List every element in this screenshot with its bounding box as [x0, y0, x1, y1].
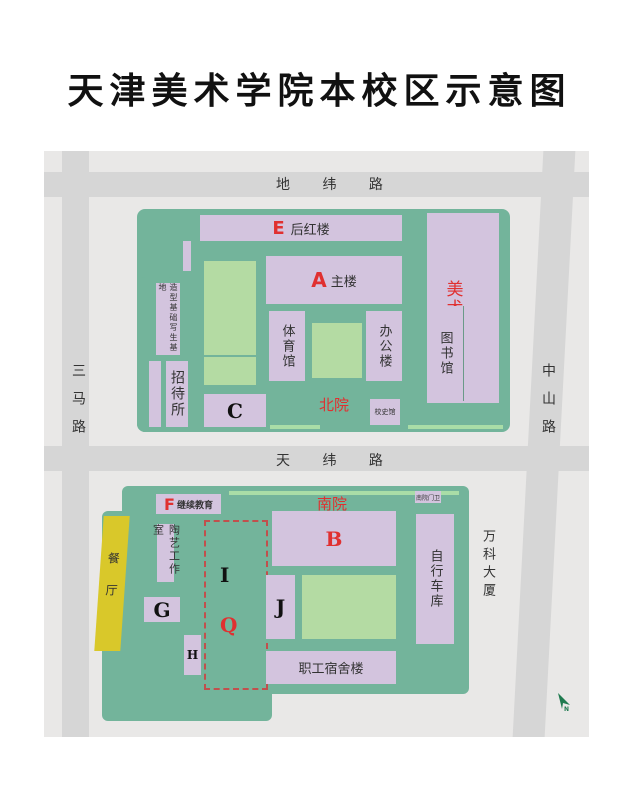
south-campus-label: 南院: [317, 495, 348, 513]
tennis-courts: [204, 261, 256, 355]
south-campus-south: [122, 681, 272, 721]
road-diwei: [44, 172, 589, 197]
sports-field-south: [302, 575, 396, 639]
plaza-lawn: [312, 323, 362, 378]
building-c[interactable]: C: [204, 394, 266, 427]
area-q-boundary: [204, 520, 268, 690]
compass-north-arrow-icon: N: [558, 693, 572, 715]
building-gatehouse[interactable]: 南院门卫: [415, 491, 441, 503]
building-small-north: [183, 241, 191, 271]
football-field: [204, 357, 256, 385]
road-tianwei: [44, 446, 589, 471]
north-campus-label: 北院: [319, 396, 350, 414]
road-label-east: 中山路: [540, 363, 556, 447]
landmark-vanke: 万科大厦: [480, 529, 495, 601]
road-label-north: 地 纬 路: [276, 177, 383, 193]
path-north: [270, 425, 320, 429]
road-sanma: [62, 151, 89, 737]
building-history-museum[interactable]: 校史馆: [370, 399, 400, 425]
path-north-east: [408, 425, 503, 429]
building-small-west: [149, 361, 161, 427]
building-g[interactable]: G: [144, 597, 180, 622]
building-sketch-base[interactable]: 造型基础写生基地: [156, 283, 180, 355]
building-library[interactable]: 图书馆: [427, 306, 464, 401]
area-i-label[interactable]: I: [220, 563, 230, 587]
map-title: 天津美术学院本校区示意图: [67, 70, 572, 112]
building-b[interactable]: B: [272, 511, 396, 566]
area-q-label[interactable]: Q: [220, 613, 238, 637]
path-south: [229, 491, 459, 495]
building-ceramics[interactable]: 陶艺工作室: [152, 524, 181, 582]
building-guesthouse[interactable]: 招待所: [166, 361, 188, 427]
building-j[interactable]: J: [266, 575, 295, 639]
building-bike-shed[interactable]: 自行车库: [416, 514, 454, 644]
building-staff-dorm[interactable]: 职工宿舍楼: [266, 651, 396, 684]
road-label-middle: 天 纬 路: [276, 453, 383, 469]
road-label-west: 三马路: [70, 363, 86, 447]
building-office[interactable]: 办公楼: [366, 311, 402, 381]
building-gym[interactable]: 体育馆: [269, 311, 305, 381]
building-h[interactable]: H: [184, 635, 201, 675]
